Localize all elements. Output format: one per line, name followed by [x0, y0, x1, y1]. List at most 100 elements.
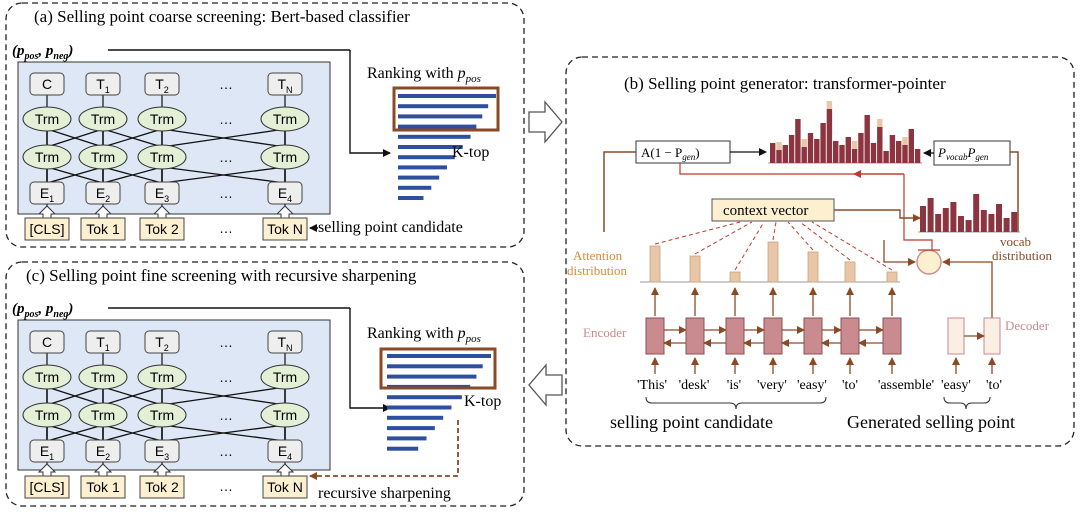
embedding-token	[85, 181, 121, 205]
context-to-vocab-arrow	[834, 209, 921, 222]
final-dist-bar	[864, 115, 870, 163]
input-word: 'This'	[637, 378, 667, 393]
ranking-bar	[398, 196, 424, 200]
encoder-label: Encoder	[583, 325, 627, 340]
vocab-dist-bar	[1003, 218, 1010, 232]
bert-connection	[102, 386, 163, 406]
input-token	[139, 217, 185, 241]
final-dist-bar	[801, 147, 807, 163]
bert-connection	[161, 386, 286, 406]
panel-c-ranking-label: Ranking with ppos	[367, 325, 481, 345]
decoder-cells	[947, 317, 1001, 374]
p-vocab-box	[933, 140, 1011, 166]
encoder-cells	[645, 317, 902, 374]
attention-bar	[886, 271, 898, 283]
ranking-bar	[398, 165, 447, 170]
input-token-label: Tok 1	[86, 479, 120, 495]
ranking-bar	[387, 354, 491, 358]
panel-b-generated-label: Generated selling point	[847, 412, 1015, 432]
vocab-dist-bar	[965, 220, 972, 232]
final-dist-bar	[820, 123, 826, 163]
input-arrow	[152, 463, 172, 477]
ranking-bar	[398, 185, 432, 190]
input-arrow	[275, 205, 295, 219]
context-link	[787, 221, 814, 251]
bert-output-token	[29, 330, 65, 354]
panel-a-output-label: (ppos, pneg)	[12, 43, 73, 62]
bert-output-token	[85, 330, 121, 354]
trm-label: Trm	[150, 369, 174, 385]
context-vector-label: context vector	[723, 203, 808, 219]
ellipsis: …	[219, 76, 233, 92]
embedding-token	[144, 181, 180, 205]
input-word: 'to'	[842, 378, 858, 393]
trm-node	[137, 106, 187, 132]
ellipsis: …	[219, 111, 233, 127]
final-dist-bar	[889, 135, 896, 163]
vocab-dist-bar	[927, 198, 934, 232]
input-arrow	[275, 463, 295, 477]
ranking-bar	[398, 145, 463, 149]
final-dist-bar	[795, 119, 801, 163]
decoder-to-mix-arrow	[942, 258, 993, 318]
trm-label: Trm	[35, 149, 59, 165]
encoder-cell	[882, 317, 902, 355]
trm-node	[78, 402, 128, 428]
ranking-bar	[387, 415, 444, 420]
trm-node	[78, 144, 128, 170]
bert-output-token-label: T2	[155, 334, 169, 353]
final-dist-overlay	[877, 119, 883, 127]
final-dist-bar	[902, 145, 908, 163]
vocab-distribution-bars	[920, 194, 1018, 232]
ranking-bar	[398, 94, 496, 98]
trm-node	[22, 402, 72, 428]
candidate-brace	[645, 396, 827, 410]
ranking-bar	[398, 175, 440, 180]
bert-connection	[161, 166, 286, 184]
final-dist-bar	[807, 133, 814, 163]
vocab-dist-bar	[996, 204, 1002, 232]
trm-node	[260, 402, 310, 428]
final-dist-overlay	[851, 141, 858, 149]
context-link	[799, 221, 851, 261]
attention-bar	[844, 261, 856, 283]
bert-output-token-label: C	[42, 76, 52, 92]
embedding-label: E2	[96, 185, 110, 204]
final-dist-bar	[833, 141, 839, 163]
hollow-arrow-b-to-c	[528, 363, 563, 407]
input-token-label: Tok N	[267, 479, 303, 495]
trm-node	[137, 364, 187, 390]
bert-connection	[102, 424, 163, 442]
trm-label: Trm	[35, 111, 59, 127]
final-dist-bar	[788, 135, 795, 163]
panel-b-candidate-label: selling point candidate	[610, 412, 773, 432]
bert-output-token-label: TN	[277, 334, 292, 353]
attention-distribution-bars	[649, 241, 898, 316]
trm-label: Trm	[91, 149, 115, 165]
input-token	[139, 475, 185, 499]
panel-c-output-label: (ppos, pneg)	[12, 301, 73, 320]
input-word: 'very'	[757, 378, 787, 393]
trm-node	[137, 402, 187, 428]
ellipsis: …	[219, 443, 233, 459]
final-dist-bar	[914, 149, 921, 163]
panel-a-frame	[5, 2, 525, 248]
ranking-bars-a	[398, 94, 496, 200]
trm-label: Trm	[150, 149, 174, 165]
ellipsis: …	[219, 334, 233, 350]
generated-word: 'to'	[986, 378, 1002, 393]
vocab-dist-bar	[1011, 212, 1018, 232]
final-dist-bar	[782, 145, 788, 163]
bert-output-token-label: TN	[277, 76, 292, 95]
panel-b: (b) Selling point generator: transformer…	[565, 56, 1075, 447]
bert-connection	[46, 128, 104, 148]
panel-a-title: (a) Selling point coarse screening: Bert…	[34, 7, 410, 26]
ranking-bar	[387, 374, 477, 379]
embedding-label: E3	[155, 185, 169, 204]
ellipsis: …	[219, 407, 233, 423]
input-token-label: [CLS]	[29, 221, 64, 237]
ranking-bar	[387, 426, 435, 431]
input-arrow	[93, 463, 113, 477]
input-word: 'is'	[727, 378, 741, 393]
trm-label: Trm	[273, 111, 297, 127]
